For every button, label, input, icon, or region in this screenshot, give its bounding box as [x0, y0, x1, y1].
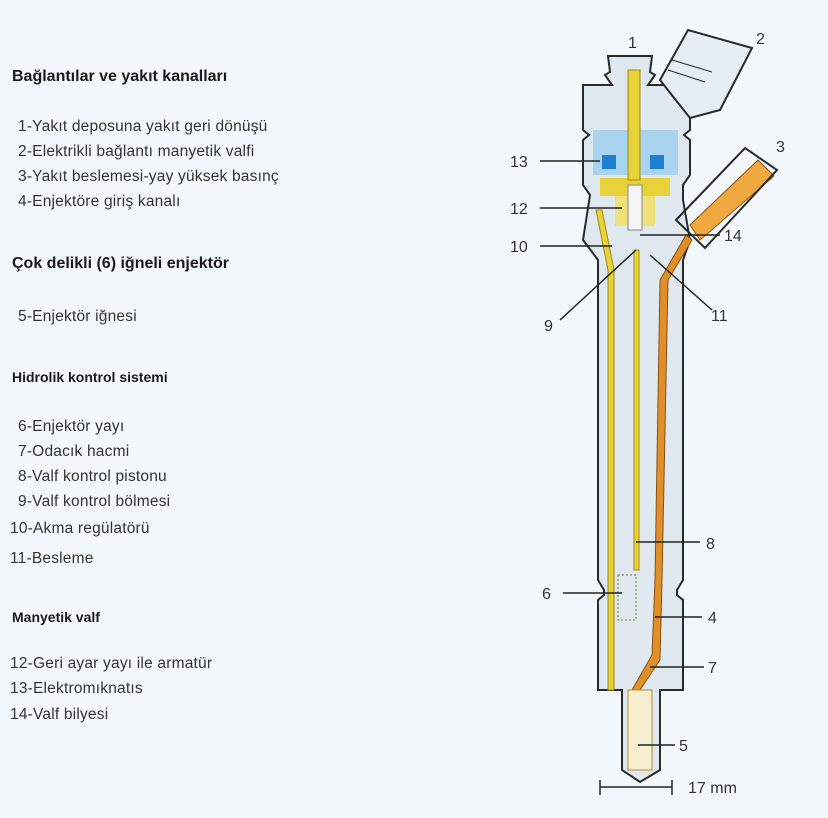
callout-11: 11	[711, 308, 728, 325]
legend-item: 14-Valf bilyesi	[10, 706, 109, 723]
callout-1: 1	[628, 35, 637, 52]
callout-3: 3	[776, 139, 785, 156]
inlet-3	[674, 146, 779, 250]
callout-13: 13	[510, 154, 528, 171]
legend-item: 7-Odacık hacmi	[18, 443, 130, 460]
callout-6: 6	[542, 586, 551, 603]
callout-5: 5	[679, 738, 688, 755]
legend-item: 13-Elektromıknatıs	[10, 680, 143, 697]
callout-4: 4	[708, 610, 717, 627]
section-title-hydraulic: Hidrolik kontrol sistemi	[12, 369, 168, 385]
legend-item: 11-Besleme	[10, 550, 94, 567]
callout-10: 10	[510, 239, 528, 256]
legend-item: 3-Yakıt beslemesi-yay yüksek basınç	[18, 168, 279, 185]
connector-2	[658, 28, 754, 120]
nozzle-needle	[617, 574, 653, 771]
section-title-connections: Bağlantılar ve yakıt kanalları	[12, 68, 228, 85]
callout-2: 2	[756, 31, 765, 48]
legend-item: 10-Akma regülatörü	[10, 520, 150, 537]
legend-item: 2-Elektrikli bağlantı manyetik valfi	[18, 143, 255, 160]
section-title-injector: Çok delikli (6) iğneli enjektör	[12, 255, 229, 272]
callout-8: 8	[706, 536, 715, 553]
return-channel	[595, 69, 641, 691]
legend-item: 12-Geri ayar yayı ile armatür	[10, 655, 213, 672]
legend-item: 1-Yakıt deposuna yakıt geri dönüşü	[18, 118, 268, 135]
coil-right	[650, 155, 664, 169]
callout-12: 12	[510, 201, 528, 218]
coil-left	[602, 155, 616, 169]
callout-9: 9	[544, 318, 553, 335]
dimension-label: 17 mm	[688, 780, 737, 797]
legend-item: 5-Enjektör iğnesi	[18, 308, 137, 325]
section-title-solenoid: Manyetik valf	[12, 609, 100, 625]
legend-item: 9-Valf kontrol bölmesi	[18, 493, 171, 510]
callout-7: 7	[708, 660, 717, 677]
callout-14: 14	[724, 228, 742, 245]
callout-lines	[540, 160, 720, 795]
legend-item: 4-Enjektöre giriş kanalı	[18, 193, 181, 210]
legend-item: 8-Valf kontrol pistonu	[18, 468, 167, 485]
legend-item: 6-Enjektör yayı	[18, 418, 125, 435]
